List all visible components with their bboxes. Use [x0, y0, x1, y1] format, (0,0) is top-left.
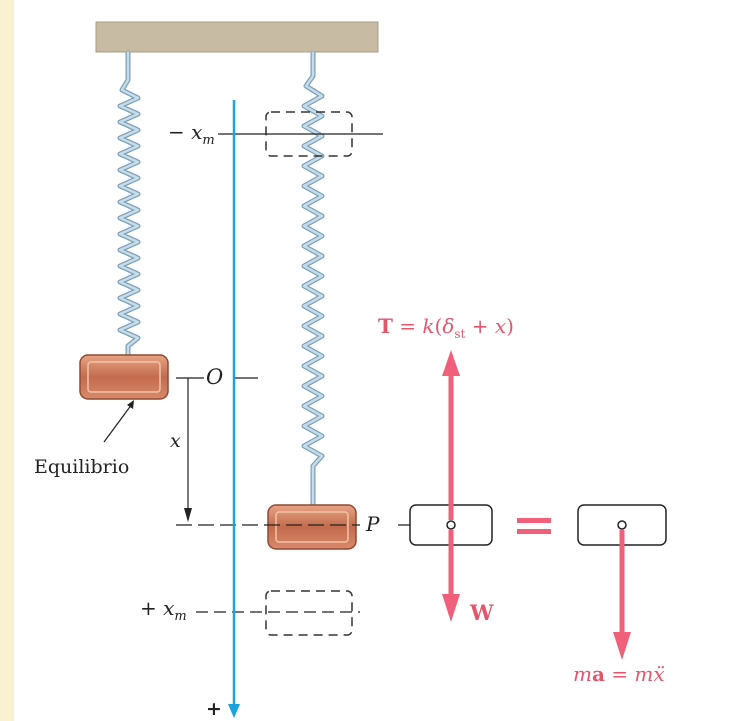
displaced-block: [267, 504, 357, 550]
equals-sign: [517, 518, 551, 534]
label-equilibrium: Equilibrio: [34, 456, 130, 478]
label-minus-xm: − xm: [168, 120, 215, 148]
label-weight: W: [470, 600, 494, 625]
label-tension: T = k(δst + x): [378, 314, 514, 341]
attachment-point-icon: [617, 520, 627, 530]
ceiling-support: [95, 21, 379, 53]
label-origin: O: [205, 365, 225, 389]
label-plus-xm: + xm: [140, 596, 187, 624]
label-point-p: P: [366, 512, 380, 536]
attachment-point-icon: [446, 520, 456, 530]
axis-arrow-head-icon: [228, 704, 240, 718]
label-x-displacement: x: [170, 430, 181, 452]
label-axis-positive: +: [206, 698, 222, 720]
equilibrium-block: [79, 354, 169, 400]
equilibrium-pointer: [103, 403, 133, 443]
ghost-block-plus-xm: [265, 590, 353, 636]
label-ma: ma = mẍ: [573, 662, 665, 686]
